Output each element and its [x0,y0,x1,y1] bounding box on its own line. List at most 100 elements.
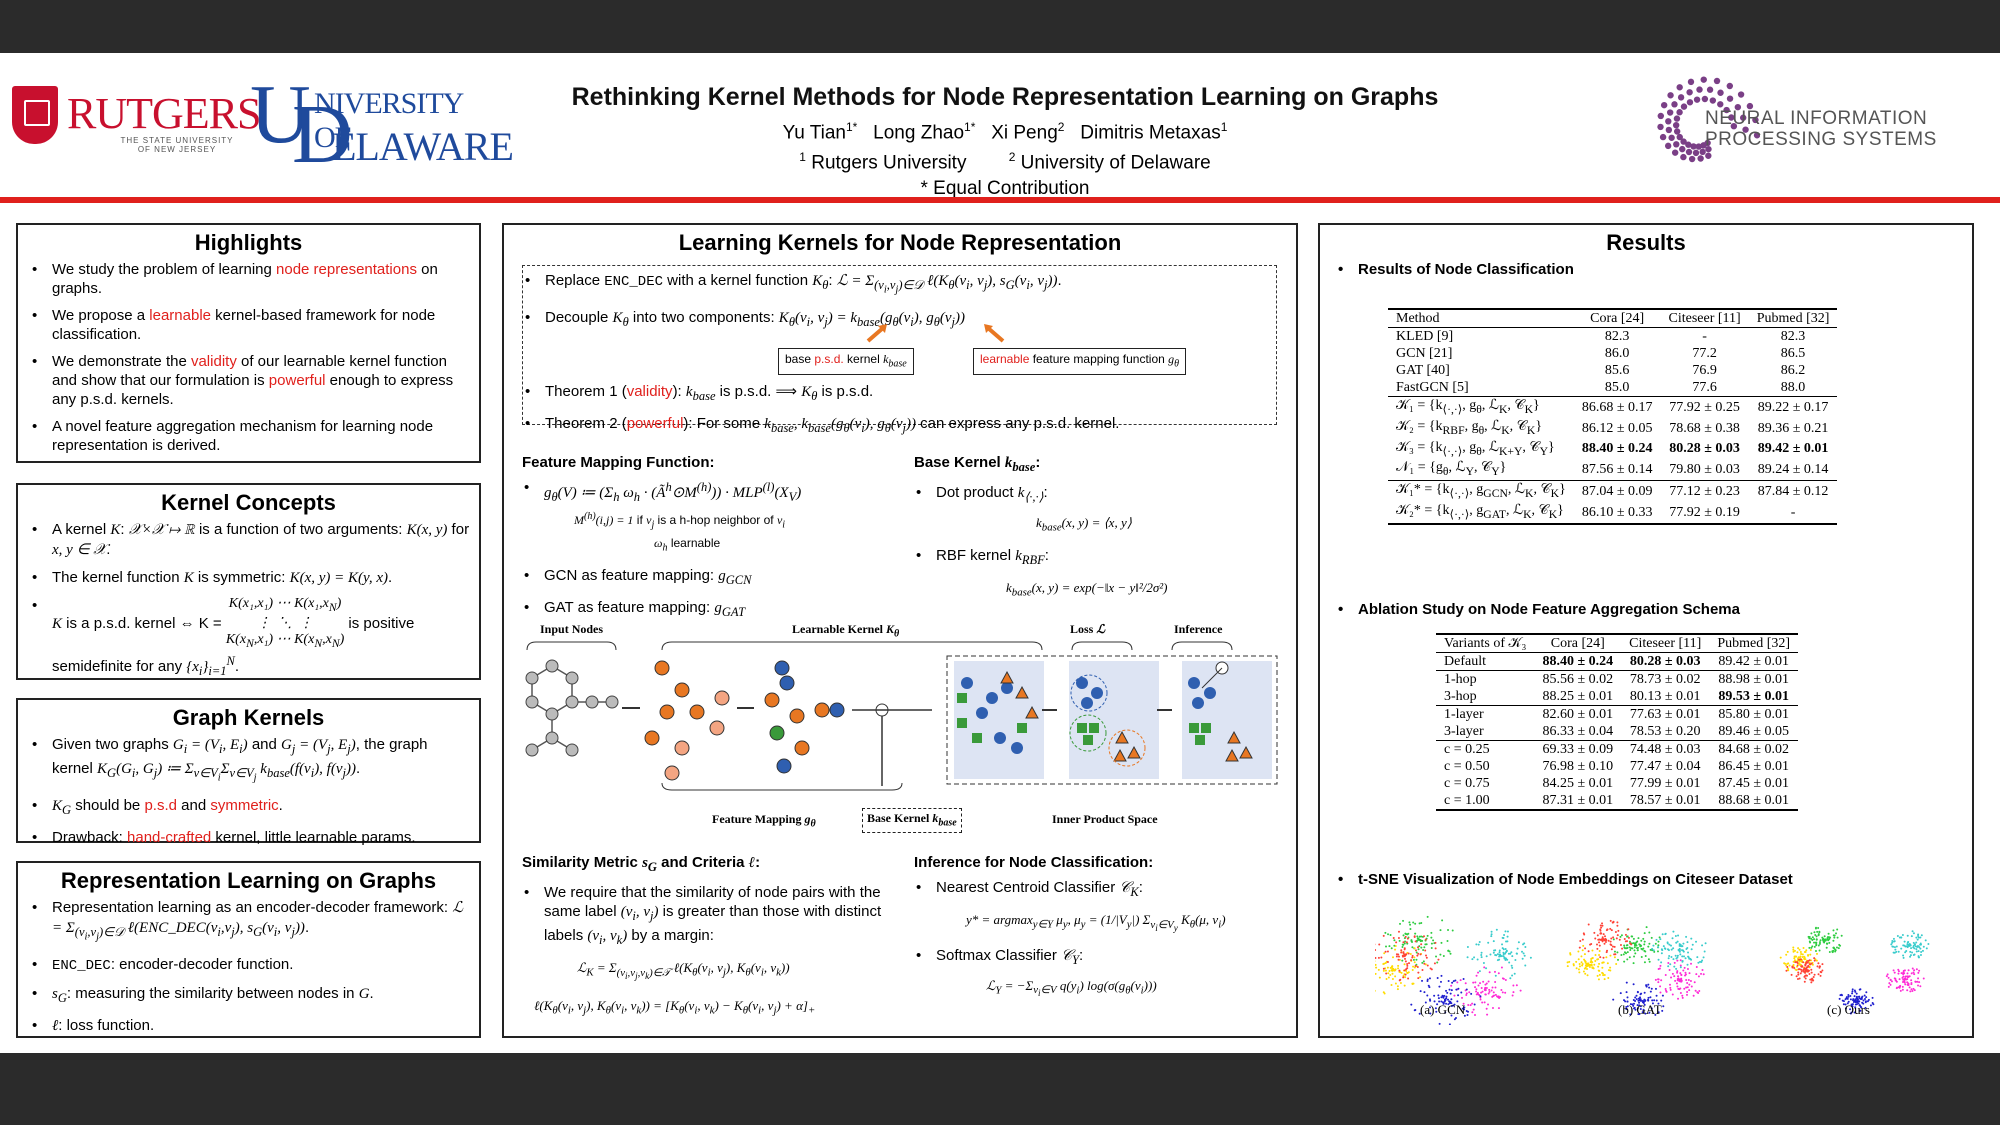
list-item: We propose a learnable kernel-based fram… [32,306,471,344]
bottom-dark-bar [0,1053,2000,1125]
similarity-section: Similarity Metric sG and Criteria ℓ: We … [522,853,912,1020]
tsne-caption-ours: (c) Ours [1827,1002,1870,1017]
list-item: Given two graphs Gi = (Vi, Ei) and Gj = … [32,735,471,788]
neurips-dots-icon [1657,76,1760,163]
tsne-caption-gcn: (a) GCN [1420,1002,1466,1017]
table-row: 𝒦₂* = {k⟨·,·⟩, gGAT, ℒK, 𝒞K}86.10 ± 0.33… [1388,501,1838,525]
list-item: GAT as feature mapping: gGAT [524,598,894,622]
highlights-panel: Highlights We study the problem of learn… [16,223,481,463]
rutgers-wordmark: RUTGERS [67,89,261,138]
list-item: A novel feature aggregation mechanism fo… [32,417,471,455]
graph-kernels-title: Graph Kernels [172,705,325,730]
list-item: ℓ: loss function. [32,1016,471,1036]
highlights-title: Highlights [194,230,303,255]
list-item: Theorem 1 (validity): kbase is p.s.d. ⟹ … [525,382,1268,406]
inference-section: Inference for Node Classification: Neare… [914,853,1284,1012]
list-item: K is a p.s.d. kernel ⇔ K = K(x₁,x₁) ⋯ K(… [32,596,471,681]
list-item: GCN as feature mapping: gGCN [524,566,894,590]
list-item: Theorem 2 (powerful): For some kbase, kb… [525,414,1268,438]
header-divider [0,197,2000,203]
kernel-definition-box: Replace ENC_DEC with a kernel function K… [522,265,1277,435]
feature-mapping-title: Feature Mapping Function: [522,454,715,471]
list-item: We study the problem of learning node re… [32,260,471,298]
list-item: KG should be p.s.d and symmetric. [32,796,471,820]
tsne-gcn-plot [1375,915,1532,1025]
list-item: Nearest Centroid Classifier 𝒞K:y* = argm… [916,878,1276,938]
list-item: A kernel K: 𝒳×𝒳 ↦ ℝ is a function of two… [32,520,471,560]
base-kernel-section: Base Kernel kbase: Dot product k⟨·,·⟩:kb… [914,453,1284,610]
rutgers-subtitle: THE STATE UNIVERSITY OF NEW JERSEY [120,136,234,154]
tsne-gat-plot [1566,919,1707,1016]
base-kernel-title: Base Kernel [914,454,1001,471]
delaware-wordmark-top: NIVERSITY OF [314,87,463,154]
kernel-concepts-title: Kernel Concepts [161,490,336,515]
top-dark-bar [0,0,2000,53]
poster-authors: Yu Tian1* Long Zhao1* Xi Peng2 Dimitris … [490,115,1520,201]
learnable-kernel-caption: Learnable Kernel Kθ [792,622,900,640]
representation-learning-panel: Representation Learning on Graphs Repres… [16,861,481,1038]
highlights-list: We study the problem of learning node re… [18,260,479,455]
list-item: The kernel function K is symmetric: K(x,… [32,568,471,588]
representation-learning-title: Representation Learning on Graphs [60,868,437,893]
poster-header: RUTGERS THE STATE UNIVERSITY OF NEW JERS… [0,53,2000,200]
rutgers-shield-icon [12,86,58,144]
list-item: Decouple Kθ into two components: Kθ(vi, … [525,308,1268,332]
graph-kernels-panel: Graph Kernels Given two graphs Gi = (Vi,… [16,698,481,847]
kernel-concepts-panel: Kernel Concepts A kernel K: 𝒳×𝒳 ↦ ℝ is a… [16,483,481,680]
delaware-wordmark-bottom: ELAWARE [332,124,514,169]
list-item: Representation learning as an encoder-de… [32,898,471,947]
center-title: Learning Kernels for Node Representation [678,230,1122,255]
pipeline-graphic [525,641,1278,791]
list-item: RBF kernel kRBF:kbase(x, y) = exp(−‖x − … [916,546,1276,603]
ablation-title: Ablation Study on Node Feature Aggregati… [1338,600,1740,619]
list-item: Softmax Classifier 𝒞Y:ℒY = −Σvi∈V q(yi) … [916,946,1276,1004]
equal-contribution: * Equal Contribution [920,177,1090,199]
base-kernel-caption: Base Kernel kbase [862,808,962,834]
table-row: KLED [9]82.3-82.3 [1396,329,1806,344]
loss-caption: Loss ℒ [1070,622,1105,636]
node-classification-title: Results of Node Classification [1338,260,1964,279]
list-item: We demonstrate the validity of our learn… [32,352,471,409]
inner-product-caption: Inner Product Space [1052,812,1158,826]
table-row: 𝒦₁* = {k⟨·,·⟩, gGCN, ℒK, 𝒞K}87.04 ± 0.09… [1388,480,1838,502]
feature-mapping-label: learnable feature mapping function gθ [973,348,1187,376]
poster-title: Rethinking Kernel Methods for Node Repre… [571,83,1439,111]
feature-mapping-caption: Feature Mapping gθ [712,812,816,830]
list-item: We require that the similarity of node p… [524,883,904,950]
poster: RUTGERS THE STATE UNIVERSITY OF NEW JERS… [0,53,2000,1053]
tsne-title: t-SNE Visualization of Node Embeddings o… [1338,870,1793,889]
pipeline-diagram: Input Nodes Learnable Kernel Kθ Loss ℒ I… [522,620,1282,835]
list-item: Drawback: hand-crafted kernel, little le… [32,828,471,847]
list-item: Replace ENC_DEC with a kernel function K… [525,271,1268,300]
input-nodes-caption: Input Nodes [540,622,604,636]
tsne-caption-gat: (b) GAT [1618,1002,1662,1017]
list-item: ENC_DEC: encoder-decoder function. [32,955,471,976]
list-item: Dot product k⟨·,·⟩:kbase(x, y) = ⟨x, y⟩ [916,483,1276,538]
list-item: sG: measuring the similarity between nod… [32,984,471,1008]
pointer-arrows [866,324,1005,343]
feature-mapping-section: Feature Mapping Function: gθ(V) ≔ (Σh ωh… [522,453,902,630]
results-panel: Results Results of Node Classification M… [1318,223,1974,1038]
center-panel: Learning Kernels for Node Representation… [502,223,1298,1038]
inference-caption: Inference [1174,622,1223,636]
rutgers-logo: RUTGERS THE STATE UNIVERSITY OF NEW JERS… [12,86,261,166]
